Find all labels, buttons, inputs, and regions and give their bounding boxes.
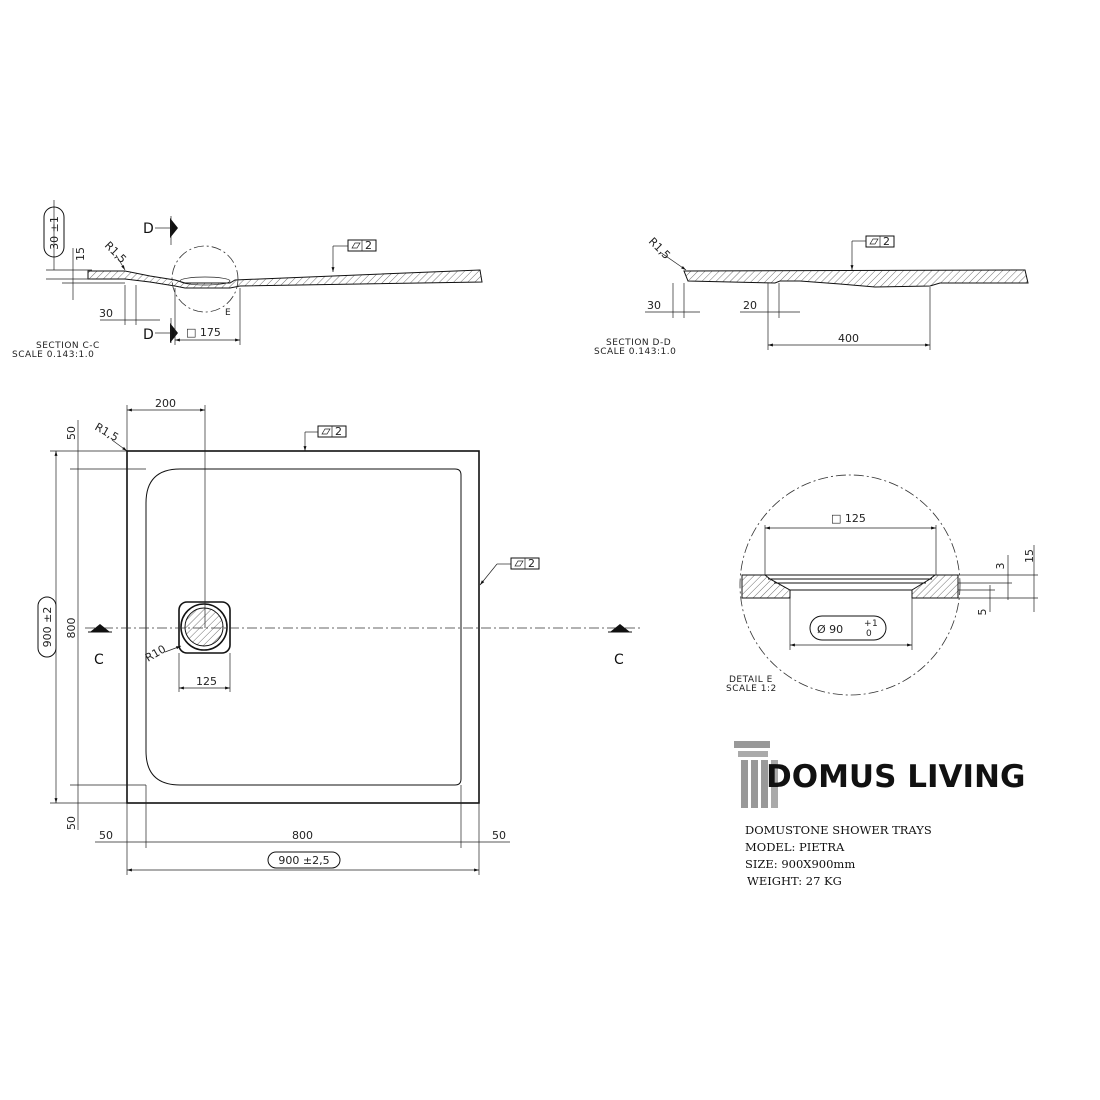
dim-125-label: □ 125 <box>831 512 866 525</box>
section-cc-scale: SCALE 0.143:1.0 <box>12 350 94 360</box>
dim-900-v-label: 900 ±2 <box>41 607 54 648</box>
spec-line-size: SIZE: 900X900mm <box>745 857 855 871</box>
dim-90-label: Ø 90 <box>817 623 843 636</box>
dim-90-tol-plus: +1 <box>864 619 878 629</box>
dim-15-label: 15 <box>1023 549 1036 563</box>
section-dd: R1,5 2 30 20 400 SECTION D-D SCALE 0.143… <box>594 235 1029 357</box>
drain-ring <box>180 603 228 651</box>
section-arrow-c-right <box>610 624 630 632</box>
detail-e-scale: SCALE 1:2 <box>726 684 777 694</box>
dim-5-label: 5 <box>976 609 989 616</box>
radius-label: R1,5 <box>102 239 129 266</box>
drain-cover <box>178 601 231 654</box>
tray-outline <box>126 450 480 804</box>
brand-block: DOMUS LIVING DOMUSTONE SHOWER TRAYS MODE… <box>734 741 1025 888</box>
dim-200-label: 200 <box>155 397 176 410</box>
dim-height-label: 30 ±1 <box>48 216 61 250</box>
dim-400-label: 400 <box>838 332 859 345</box>
dim-3-label: 3 <box>994 563 1007 570</box>
dim-15-label: 15 <box>74 247 87 261</box>
dim-badge <box>37 596 57 658</box>
spec-line-series: DOMUSTONE SHOWER TRAYS <box>745 823 932 837</box>
flatness-icon <box>321 428 331 435</box>
dim-20-label: 20 <box>743 299 757 312</box>
detail-e: □ 125 Ø 90 +1 0 3 15 5 DETAIL E SCALE 1:… <box>726 474 1038 696</box>
section-arrow-head <box>170 323 178 343</box>
leader-line <box>659 251 687 271</box>
spec-line-model: MODEL: PIETRA <box>745 840 845 854</box>
dim-left-50-label: 50 <box>99 829 113 842</box>
dim-125-label: 125 <box>196 675 217 688</box>
section-cc-drain-cut <box>179 276 231 286</box>
flatness-icon <box>351 242 361 249</box>
dim-90-tol-zero: 0 <box>866 629 872 639</box>
leader-line <box>479 563 498 586</box>
dim-30-label: 30 <box>99 307 113 320</box>
flatness-icon <box>514 560 524 567</box>
dim-30-label: 30 <box>647 299 661 312</box>
detail-e-tray-left <box>741 574 791 599</box>
section-dd-title: SECTION D-D <box>606 338 671 348</box>
flatness-value: 2 <box>528 557 535 570</box>
section-marker-d-bottom: D <box>143 327 154 343</box>
leader-line <box>111 439 128 452</box>
section-dd-profile <box>683 269 1029 288</box>
drain-grid <box>184 607 224 647</box>
brand-name: DOMUS LIVING <box>766 759 1025 795</box>
dim-bottom-50-label: 50 <box>65 816 78 830</box>
section-marker-d-top: D <box>143 221 154 237</box>
leader-line <box>115 254 126 271</box>
flatness-value: 2 <box>883 235 890 248</box>
dim-badge <box>43 206 65 258</box>
section-arrow-c-left <box>90 624 110 632</box>
leader-line <box>164 645 182 653</box>
detail-e-letter: E <box>225 308 231 318</box>
detail-e-title: DETAIL E <box>729 675 773 685</box>
section-marker-c-right: C <box>614 652 624 668</box>
flatness-value: 2 <box>335 425 342 438</box>
domus-living-logo <box>734 741 778 808</box>
section-dd-scale: SCALE 0.143:1.0 <box>594 347 676 357</box>
dim-800-v-label: 800 <box>65 618 78 639</box>
dim-top-50-label: 50 <box>65 426 78 440</box>
spec-line-weight: WEIGHT: 27 KG <box>747 874 842 888</box>
section-cc-profile <box>87 269 483 289</box>
detail-e-callout-circle <box>171 245 239 313</box>
dim-badge <box>809 615 887 641</box>
dim-175-label: □ 175 <box>186 326 221 339</box>
dim-800-h-label: 800 <box>292 829 313 842</box>
plan-view: C C 200 R1,5 2 2 50 800 50 <box>37 397 640 875</box>
section-arrow-head <box>170 218 178 238</box>
flatness-value: 2 <box>365 239 372 252</box>
detail-e-drain-flange <box>765 574 935 591</box>
radius-label: R1,5 <box>93 420 121 444</box>
detail-e-circle <box>739 474 961 696</box>
tray-basin-outline <box>145 468 462 786</box>
section-cc-title: SECTION C-C <box>36 341 100 351</box>
flatness-icon <box>869 238 879 245</box>
dim-right-50-label: 50 <box>492 829 506 842</box>
radius-drain-label: R10 <box>143 643 168 665</box>
detail-e-tray-right <box>911 574 959 599</box>
dim-badge <box>267 851 341 869</box>
section-cc: 30 ±1 15 R1,5 2 D D 30 □ 175 <box>12 200 483 360</box>
section-marker-c-left: C <box>94 652 104 668</box>
dim-900-h-label: 900 ±2,5 <box>278 854 329 867</box>
